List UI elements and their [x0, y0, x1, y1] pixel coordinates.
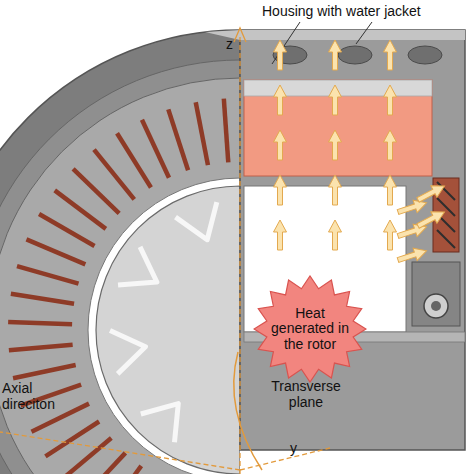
axis-letter: z: [226, 36, 240, 52]
housing-cut: [240, 30, 465, 450]
heat-flow-arrow: [274, 220, 287, 250]
z-axis: [239, 34, 240, 474]
heat-source-burst: Heat generated in the rotor: [253, 275, 367, 383]
water-channel: [338, 46, 372, 64]
housing-face: [0, 30, 240, 474]
winding-slot: [45, 421, 99, 456]
bearing: [424, 294, 448, 318]
air-gap: [88, 178, 240, 474]
heat-flow-arrow: [274, 85, 287, 115]
heat-flow-arrow: [329, 220, 342, 250]
rotor-face: [96, 186, 240, 474]
node-text: Heat generated in the rotor: [271, 306, 349, 352]
heat-flow-arrow: [415, 180, 448, 206]
leader-line: [272, 22, 372, 64]
winding-slot: [104, 466, 142, 474]
magnet-slot: [141, 404, 178, 443]
heat-flow-arrow: [384, 85, 397, 115]
bearing: [431, 301, 441, 311]
magnet-slot: [176, 202, 217, 240]
heat-flow-arrow: [329, 85, 342, 115]
winding-slot: [9, 345, 73, 351]
axis-letter: y: [290, 440, 304, 456]
winding-slot: [8, 322, 72, 324]
water-channel: [408, 46, 442, 64]
winding-slot: [39, 214, 94, 246]
end-shield: [412, 262, 460, 326]
heat-flow-arrow: [329, 130, 342, 160]
heat-flow-arrow: [415, 206, 448, 232]
heat-flow-arrow: [384, 175, 397, 205]
heat-flow-arrow: [329, 40, 342, 70]
magnet-slot: [118, 247, 157, 285]
end-face: [0, 30, 240, 474]
winding-slot: [13, 365, 76, 378]
winding-slot: [26, 239, 85, 264]
winding-slot: [168, 109, 188, 170]
heat-flow-arrow: [384, 220, 397, 250]
magnet-slot: [110, 331, 145, 374]
rotor-magnets: [110, 202, 217, 442]
winding-slot: [55, 190, 106, 229]
winding-slot: [11, 294, 74, 304]
heat-flow-arrows: [274, 40, 448, 266]
heat-flow-arrow: [274, 130, 287, 160]
heat-flow-arrow: [329, 175, 342, 205]
part-label: Housing with water jacket: [262, 3, 472, 19]
heat-flow-arrow: [274, 40, 287, 70]
heat-flow-arrow: [274, 175, 287, 205]
starburst-outline: [254, 276, 366, 382]
heat-flow-arrow: [384, 40, 397, 70]
axis-arrowhead: [234, 28, 246, 42]
y-axis: [240, 448, 330, 470]
stator-core-face: [0, 78, 240, 474]
stator-cut: [244, 80, 432, 176]
plane-label: Transverse plane: [258, 378, 354, 410]
winding-slot: [17, 266, 79, 284]
node-text-holder: Heat generated in the rotor: [253, 275, 367, 383]
winding-slot: [117, 133, 151, 187]
winding-slot: [224, 99, 228, 163]
winding-slot: [142, 120, 169, 178]
axis-label: Axial direciton: [2, 380, 76, 412]
transverse-plane-curve: [234, 352, 262, 470]
heat-flow-arrow: [396, 245, 429, 267]
heat-flow-arrow: [384, 130, 397, 160]
axial-axis: [0, 432, 240, 470]
winding-slot: [82, 453, 126, 474]
winding-slot: [196, 102, 208, 165]
housing-face: [0, 60, 240, 474]
